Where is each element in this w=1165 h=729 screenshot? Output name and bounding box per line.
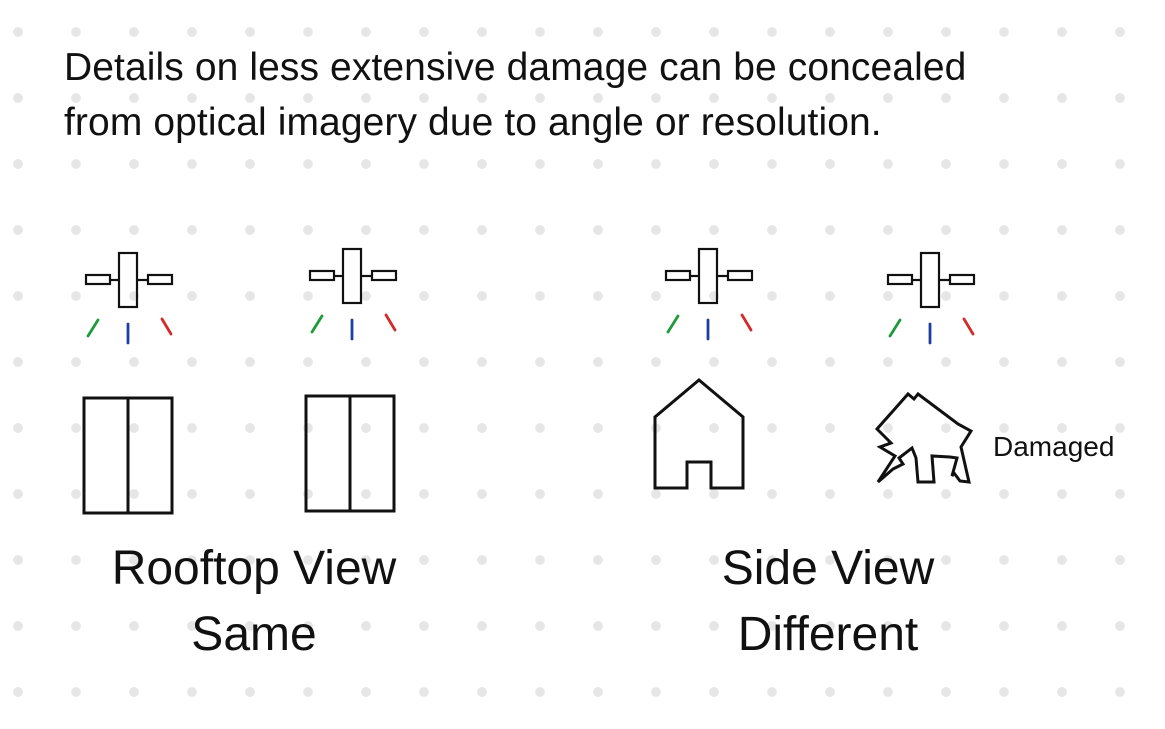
- rooftop-view-verdict: Same: [191, 608, 317, 661]
- rooftop-building-icon: [304, 394, 396, 513]
- headline-line-1: Details on less extensive damage can be …: [64, 46, 967, 89]
- house-icon: [653, 378, 745, 490]
- rooftop-building-icon: [82, 396, 174, 515]
- satellite-icon: [664, 247, 754, 341]
- rooftop-view-caption: Rooftop View Same: [104, 536, 404, 668]
- headline: Details on less extensive damage can be …: [64, 40, 1124, 150]
- damaged-house-icon: [874, 391, 974, 484]
- satellite-icon: [84, 251, 174, 345]
- sensor-rays: [666, 313, 753, 341]
- rooftop-view-title: Rooftop View: [111, 542, 397, 595]
- damaged-label: Damaged: [993, 431, 1115, 462]
- sensor-rays: [86, 317, 173, 345]
- sensor-rays: [888, 317, 975, 345]
- satellite-icon: [308, 247, 398, 341]
- side-view-verdict: Different: [737, 608, 919, 661]
- side-view-caption: Side View Different: [678, 536, 978, 668]
- satellite-icon: [886, 251, 976, 345]
- side-view-title: Side View: [721, 542, 935, 595]
- sensor-rays: [310, 313, 397, 341]
- headline-line-2: from optical imagery due to angle or res…: [64, 101, 882, 144]
